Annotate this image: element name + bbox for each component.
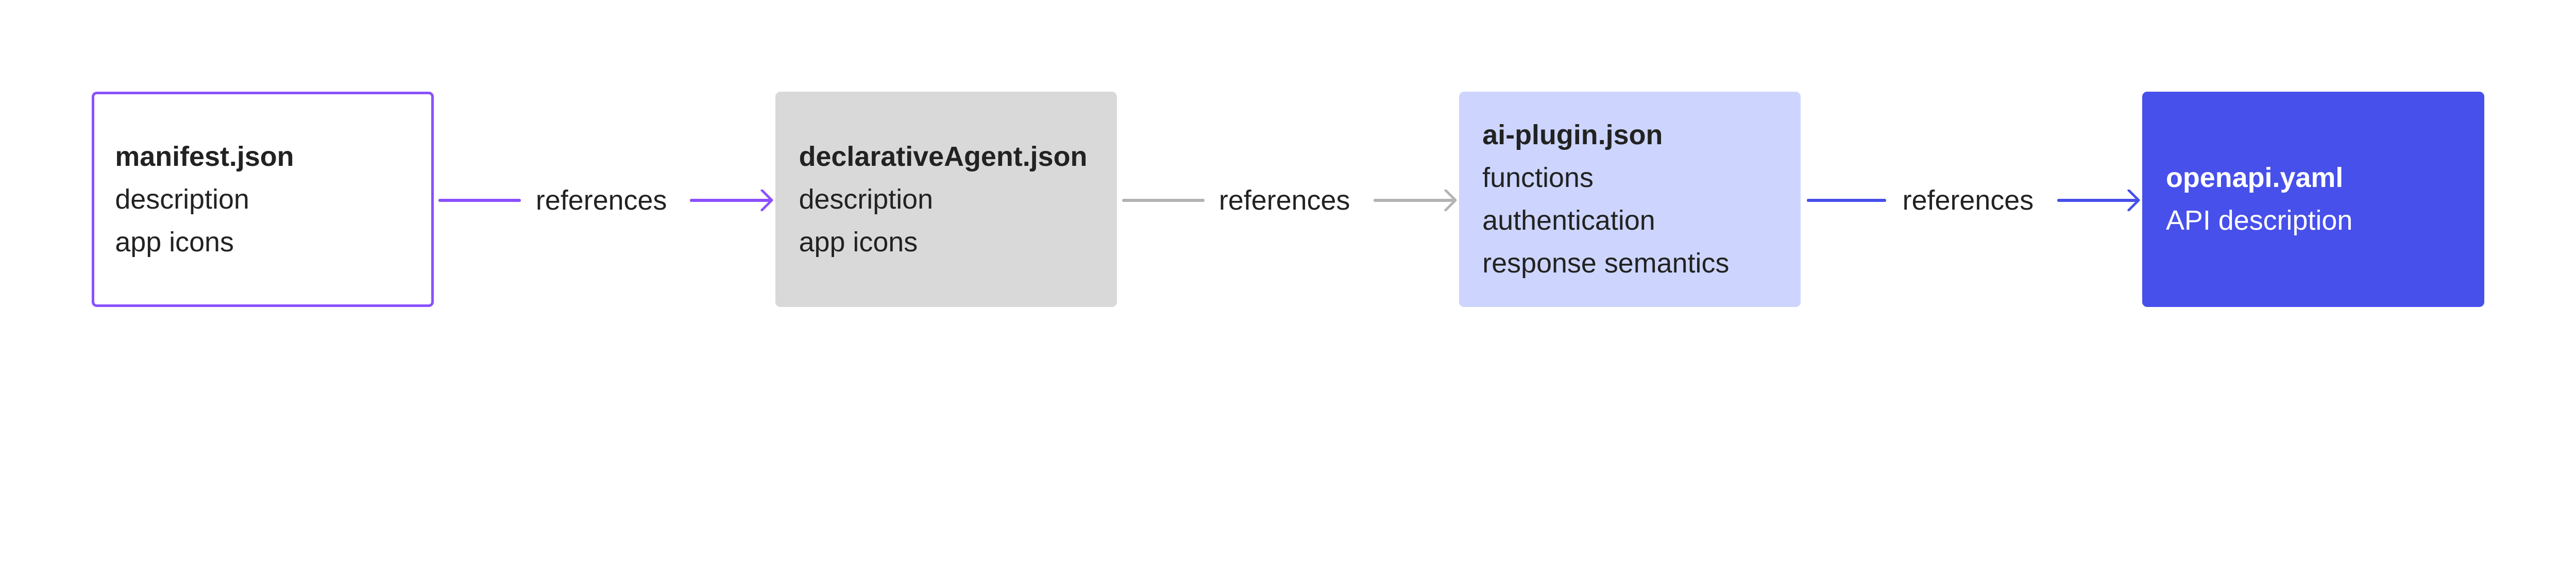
- connector-line: [1122, 199, 1205, 202]
- openapi-yaml-box: openapi.yaml API description: [2142, 92, 2484, 307]
- connector-label: references: [1218, 184, 1350, 216]
- connector-manifest-to-agent: references: [438, 179, 773, 222]
- arrow-right-icon: [1444, 190, 1457, 211]
- connector-label: references: [535, 184, 667, 216]
- connector-plugin-to-openapi: references: [1807, 179, 2142, 222]
- box-item: response semantics: [1482, 248, 1730, 279]
- box-item: authentication: [1482, 205, 1655, 236]
- connector-agent-to-plugin: references: [1122, 179, 1457, 222]
- connector-line: [690, 199, 770, 202]
- box-item: app icons: [799, 226, 918, 258]
- box-item: description: [799, 183, 934, 215]
- arrow-right-icon: [760, 190, 773, 211]
- declarative-agent-json-box: declarativeAgent.json description app ic…: [775, 92, 1117, 307]
- box-title: declarativeAgent.json: [799, 141, 1088, 172]
- box-item: app icons: [115, 226, 234, 258]
- box-item: API description: [2165, 205, 2353, 236]
- connector-line: [2057, 199, 2138, 202]
- box-item: functions: [1482, 162, 1594, 194]
- connector-line: [1807, 199, 1886, 202]
- connector-line: [438, 199, 521, 202]
- ai-plugin-json-box: ai-plugin.json functions authentication …: [1459, 92, 1801, 307]
- box-title: ai-plugin.json: [1482, 119, 1663, 151]
- box-title: manifest.json: [115, 141, 294, 172]
- box-item: description: [115, 183, 249, 215]
- box-title: openapi.yaml: [2165, 162, 2344, 194]
- connector-line: [1373, 199, 1454, 202]
- connector-label: references: [1902, 184, 2034, 216]
- arrow-right-icon: [2127, 190, 2140, 211]
- manifest-json-box: manifest.json description app icons: [92, 92, 434, 307]
